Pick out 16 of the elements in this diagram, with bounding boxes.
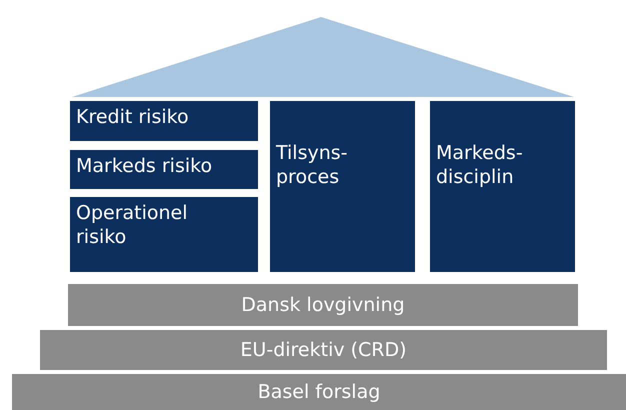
- block-label: Kredit risiko: [76, 105, 189, 129]
- foundation-step: [40, 330, 607, 370]
- block-label: Markeds risiko: [76, 154, 212, 178]
- foundation-step: [12, 374, 626, 410]
- foundation-step: [68, 284, 578, 326]
- supervision-pillar: [270, 101, 415, 272]
- block-label: EU-direktiv (CRD): [240, 338, 407, 362]
- block-label: Tilsyns-proces: [276, 141, 349, 189]
- block-label: Dansk lovgivning: [241, 293, 405, 317]
- kredit-risk-pillar-block: [70, 101, 258, 141]
- block-label: Markeds-disciplin: [436, 141, 524, 189]
- market-risk-pillar-block: [70, 150, 258, 189]
- block-label: Operationel risiko: [76, 201, 189, 249]
- block-label: Basel forslag: [258, 380, 380, 404]
- market-discipline-pillar: [430, 101, 575, 272]
- operational-risk-pillar-block: [70, 197, 258, 272]
